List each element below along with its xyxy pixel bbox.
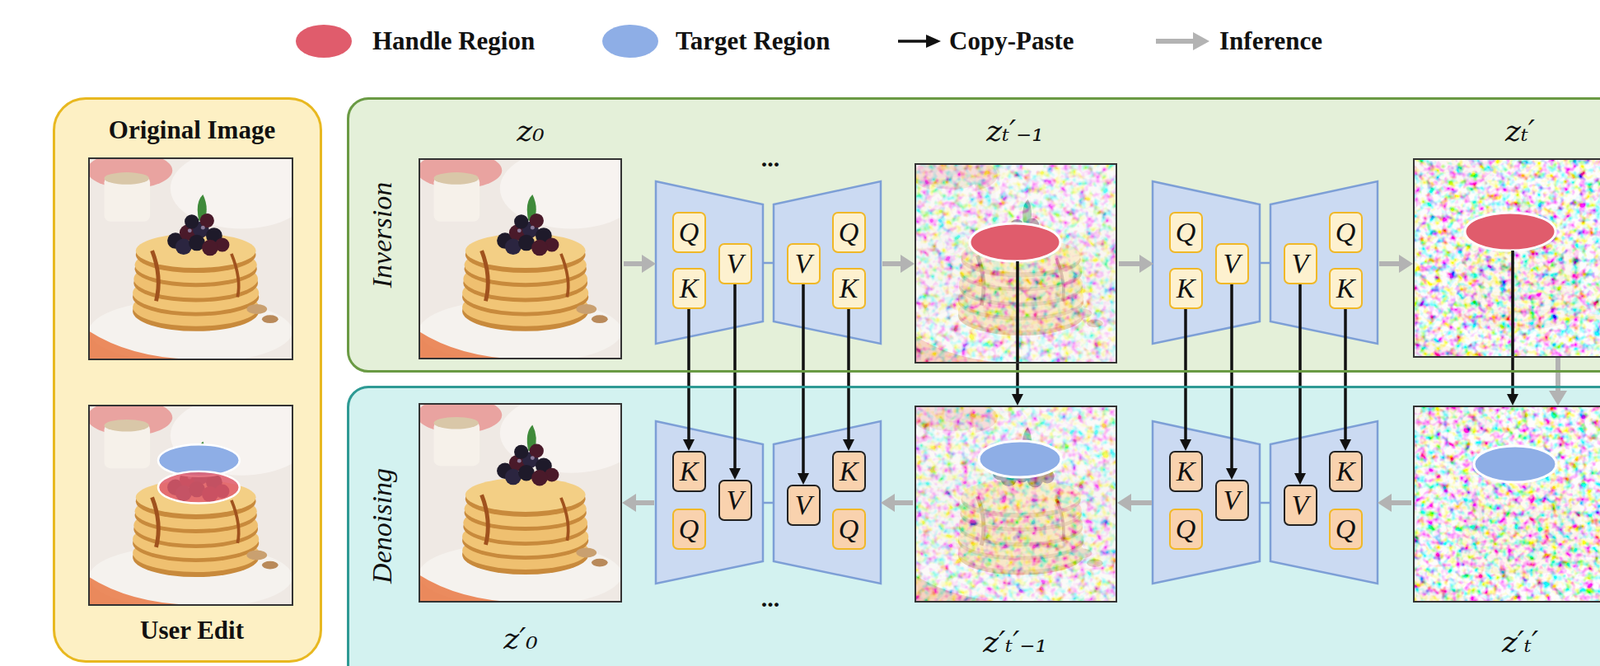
panel-title: User Edit xyxy=(140,615,244,646)
attention-feature-box: Q xyxy=(832,508,866,550)
copy-paste-arrow xyxy=(683,308,695,451)
unet-shapes xyxy=(655,181,1378,584)
copy-paste-arrow xyxy=(1339,308,1352,451)
feature-letter: V xyxy=(795,249,813,278)
feature-letter: K xyxy=(1336,274,1356,303)
denoising-band: Denoisingz′₀KQVVKQz′ₜ′₋₁KQVVKQz′ₜ′ xyxy=(346,385,1600,666)
attention-feature-box: K xyxy=(832,267,866,309)
copy-paste-arrow xyxy=(842,308,855,451)
copy-paste-arrow xyxy=(1225,284,1238,480)
feature-letter: Q xyxy=(1335,514,1357,543)
attention-feature-box: V xyxy=(718,479,753,521)
feature-letter: Q xyxy=(1175,514,1197,543)
feature-letter: Q xyxy=(678,514,700,543)
feature-letter: Q xyxy=(678,218,700,247)
feature-letter: K xyxy=(839,274,859,303)
input-panel: Original ImageUser Edit xyxy=(52,97,323,663)
attention-feature-box: Q xyxy=(1169,211,1203,253)
feature-letter: K xyxy=(1176,457,1196,486)
attention-feature-box: Q xyxy=(1328,508,1363,550)
attention-feature-box: Q xyxy=(1328,211,1363,253)
copy-paste-arrow xyxy=(797,284,810,485)
attention-feature-box: K xyxy=(1328,450,1363,492)
latent-label: z′₀ xyxy=(503,621,539,655)
attention-feature-box: V xyxy=(718,243,753,285)
attention-feature-box: V xyxy=(1283,484,1318,526)
feature-letter: K xyxy=(839,457,859,486)
region-marks xyxy=(969,212,1557,482)
legend-text: Handle Region xyxy=(372,26,535,57)
copy-paste-arrow xyxy=(1294,284,1306,485)
feature-letter: K xyxy=(679,274,699,303)
attention-feature-box: K xyxy=(1169,267,1203,309)
attention-feature-box: Q xyxy=(672,508,707,550)
latent-image: zₜ′₋₁ xyxy=(914,163,1118,364)
latent-image: z′₀ xyxy=(418,402,623,603)
attention-feature-box: Q xyxy=(1169,508,1203,550)
legend-text: Copy-Paste xyxy=(949,26,1075,57)
feature-letter: V xyxy=(1223,486,1241,515)
attention-feature-box: K xyxy=(672,267,707,309)
legend-text: Inference xyxy=(1219,26,1323,57)
attention-feature-box: K xyxy=(1169,450,1203,492)
copy-paste-arrow xyxy=(1179,308,1192,451)
feature-letter: K xyxy=(1336,457,1356,486)
legend-swatch xyxy=(602,24,659,58)
band-label: Inversion xyxy=(366,182,398,288)
latent-pictures xyxy=(416,148,1600,607)
attention-feature-box: Q xyxy=(832,211,866,253)
latent-label: zₜ′₋₁ xyxy=(986,113,1044,148)
attention-feature-box: K xyxy=(832,450,866,492)
inference-arrow xyxy=(1548,357,1568,406)
feature-letter: K xyxy=(1176,274,1196,303)
attention-feature-box: V xyxy=(1215,243,1250,285)
attention-feature-box: V xyxy=(786,243,821,285)
user-edit-image xyxy=(87,395,314,609)
attention-feature-box: K xyxy=(1328,267,1363,309)
feature-letter: V xyxy=(726,486,744,515)
latent-label: z₀ xyxy=(516,113,544,148)
attention-feature-box: V xyxy=(1283,243,1318,285)
feature-letter: V xyxy=(1291,491,1310,520)
attention-feature-box: K xyxy=(672,450,707,492)
band-label: Denoising xyxy=(366,467,398,584)
attention-feature-box: Q xyxy=(672,211,707,253)
feature-letter: K xyxy=(679,457,699,486)
attention-feature-box: V xyxy=(1215,479,1250,521)
ellipsis-mark: ... xyxy=(761,144,781,173)
feature-letter: V xyxy=(1223,249,1241,278)
latent-label: z′ₜ′₋₁ xyxy=(982,624,1048,659)
feature-letter: Q xyxy=(1175,218,1197,247)
copy-paste-arrow xyxy=(1011,363,1024,406)
copy-paste-arrow xyxy=(729,284,741,480)
latent-label: zₜ′ xyxy=(1505,113,1535,148)
legend-swatch xyxy=(295,24,352,58)
feature-letter: V xyxy=(1291,249,1310,278)
ellipsis-mark: ... xyxy=(761,584,781,613)
inversion-band: Inversionz₀QKVVQKzₜ′₋₁QKVVQKzₜ′ xyxy=(346,97,1600,373)
latent-image: zₜ′ xyxy=(1412,158,1600,358)
feature-letter: Q xyxy=(838,514,860,543)
feature-letter: Q xyxy=(838,218,860,247)
inference-arrows xyxy=(622,254,1413,512)
latent-label: z′ₜ′ xyxy=(1501,624,1539,659)
original-image xyxy=(87,148,314,364)
latent-image: z′ₜ′ xyxy=(1412,405,1600,603)
feature-letter: Q xyxy=(1335,218,1357,247)
copy-paste-arrow xyxy=(1506,357,1519,406)
feature-letter: V xyxy=(795,491,813,520)
latent-image: z′ₜ′₋₁ xyxy=(914,405,1118,603)
panel-title: Original Image xyxy=(108,115,276,146)
panel-grounds xyxy=(52,97,1600,666)
latent-image: z₀ xyxy=(418,158,623,360)
feature-letter: V xyxy=(726,249,744,278)
attention-feature-box: V xyxy=(786,484,821,526)
legend-text: Target Region xyxy=(675,26,830,57)
